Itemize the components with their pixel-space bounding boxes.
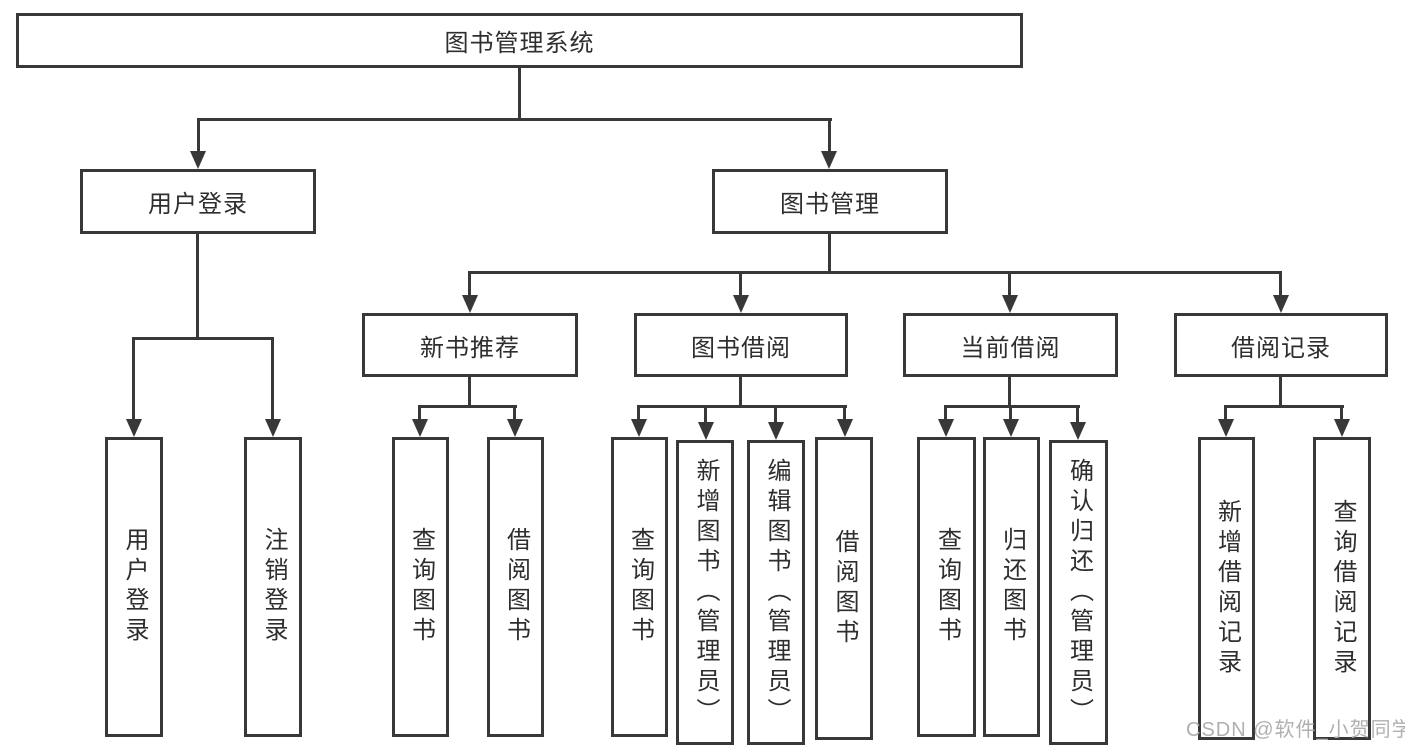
arrow-down-icon [1218, 419, 1234, 437]
node-leaf-query-borrow-record: 查询借阅记录 [1313, 437, 1371, 740]
node-borrow-records: 借阅记录 [1174, 313, 1388, 377]
connector-bookborrow-stem [739, 377, 742, 405]
arrow-down-icon [1070, 422, 1086, 440]
leaf-label: 确认归还（管理员） [1065, 457, 1093, 728]
connector-drop [513, 405, 516, 420]
arrow-down-icon [190, 151, 206, 169]
connector-drop [1224, 405, 1227, 420]
csdn-watermark: CSDN @软件_小贺同学 [1186, 719, 1405, 741]
connector-userlogin-rail [132, 337, 274, 340]
connector-drop-currentborrow [1008, 271, 1011, 296]
arrow-down-icon [507, 419, 523, 437]
arrow-down-icon [1334, 419, 1350, 437]
connector-drop-user-login [197, 118, 200, 152]
connector-drop-login [132, 337, 135, 420]
arrow-down-icon [768, 422, 784, 440]
arrow-down-icon [821, 151, 837, 169]
arrow-down-icon [126, 419, 142, 437]
arrow-down-icon [265, 419, 281, 437]
node-leaf-confirm-return-admin: 确认归还（管理员） [1049, 440, 1108, 745]
node-leaf-borrow-books: 借阅图书 [815, 437, 873, 740]
leaf-label: 查询图书 [933, 527, 961, 647]
connector-borrowrecords-stem [1279, 377, 1282, 405]
connector-bookmgmt-stem [828, 234, 831, 271]
connector-drop [704, 405, 707, 423]
arrow-down-icon [733, 295, 749, 313]
node-user-login: 用户登录 [80, 169, 316, 234]
connector-drop [774, 405, 777, 423]
leaf-label: 注销登录 [260, 527, 287, 647]
leaf-label: 用户登录 [121, 527, 148, 647]
connector-userlogin-stem [196, 234, 199, 337]
connector-bookmgmt-rail [468, 271, 1282, 274]
connector-drop-logout [271, 337, 274, 420]
node-leaf-query-books-borrow: 查询图书 [611, 437, 668, 737]
node-leaf-query-books-recommend: 查询图书 [392, 437, 449, 737]
arrow-down-icon [837, 419, 853, 437]
leaf-label: 查询图书 [626, 527, 654, 647]
connector-drop [843, 405, 846, 420]
connector-root-stem [518, 68, 521, 118]
node-root: 图书管理系统 [16, 13, 1023, 68]
arrow-down-icon [1002, 295, 1018, 313]
connector-drop [418, 405, 421, 420]
leaf-label: 借阅图书 [831, 528, 858, 649]
connector-drop [637, 405, 640, 420]
leaf-label: 新增借阅记录 [1213, 498, 1241, 679]
leaf-label: 归还图书 [998, 527, 1026, 647]
node-leaf-add-borrow-record: 新增借阅记录 [1198, 437, 1255, 740]
leaf-label: 查询借阅记录 [1329, 498, 1356, 679]
connector-drop [1076, 405, 1079, 423]
node-leaf-query-books-current: 查询图书 [917, 437, 976, 737]
arrow-down-icon [631, 419, 647, 437]
leaf-label: 新增图书（管理员） [692, 457, 719, 728]
arrow-down-icon [698, 422, 714, 440]
arrow-down-icon [938, 419, 954, 437]
leaf-label: 编辑图书（管理员） [763, 457, 790, 728]
node-current-borrow: 当前借阅 [903, 313, 1118, 377]
connector-currentborrow-stem [1008, 377, 1011, 405]
arrow-down-icon [1003, 419, 1019, 437]
connector-newbookrec-stem [468, 377, 471, 405]
arrow-down-icon [1273, 295, 1289, 313]
node-leaf-borrow-books-recommend: 借阅图书 [487, 437, 544, 737]
node-book-management: 图书管理 [712, 169, 948, 234]
leaf-label: 借阅图书 [502, 527, 530, 647]
connector-drop-newbookrec [468, 271, 471, 296]
connector-drop [1009, 405, 1012, 420]
node-leaf-return-books: 归还图书 [983, 437, 1040, 737]
connector-drop-book-management [828, 118, 831, 152]
connector-drop [944, 405, 947, 420]
connector-root-rail [197, 118, 832, 121]
connector-drop-borrowrecords [1279, 271, 1282, 296]
node-leaf-add-books-admin: 新增图书（管理员） [676, 440, 734, 745]
connector-borrowrecords-rail [1224, 405, 1344, 408]
node-leaf-edit-books-admin: 编辑图书（管理员） [747, 440, 805, 745]
leaf-label: 查询图书 [407, 527, 435, 647]
connector-bookborrow-rail [637, 405, 847, 408]
node-book-borrow: 图书借阅 [634, 313, 848, 377]
connector-drop [1340, 405, 1343, 420]
node-new-book-recommend: 新书推荐 [362, 313, 578, 377]
node-leaf-user-login: 用户登录 [105, 437, 163, 737]
connector-currentborrow-rail [944, 405, 1080, 408]
connector-drop-bookborrow [739, 271, 742, 296]
arrow-down-icon [462, 295, 478, 313]
node-leaf-logout: 注销登录 [244, 437, 302, 737]
connector-newbookrec-rail [418, 405, 517, 408]
arrow-down-icon [412, 419, 428, 437]
